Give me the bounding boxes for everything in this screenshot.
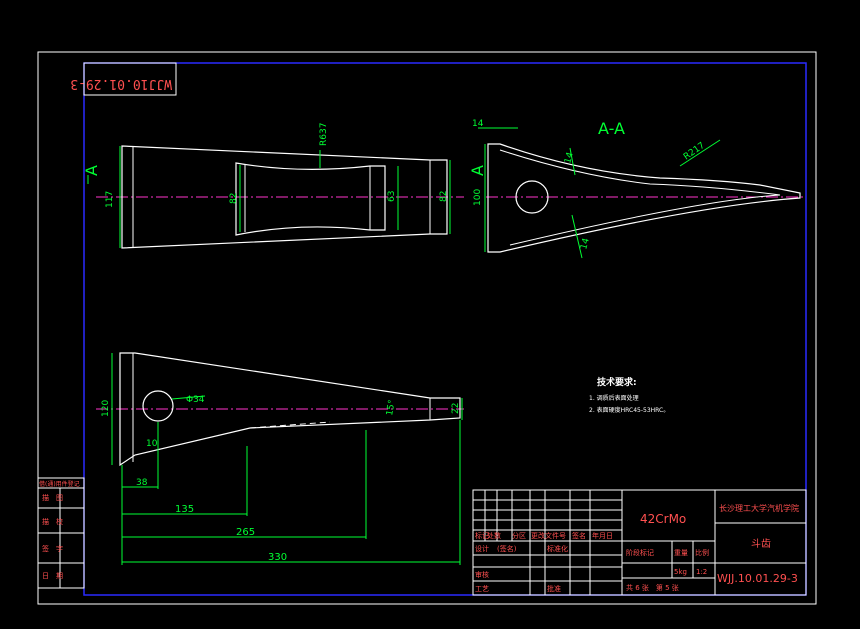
front-dim-hole: Φ34 [186,395,205,405]
tb-header-3: 更改文件号 [531,531,566,540]
tb-material: 42CrMo [640,512,686,526]
tb-sheet: 共 6 张 第 5 张 [626,583,679,592]
front-dim-135: 135 [175,504,194,515]
tb-weight-value: 5kg [674,568,687,576]
section-outline [487,143,801,253]
tb-school: 长沙理工大学汽机学院 [719,503,799,513]
tb-approve: 批准 [547,584,561,593]
front-view: 120 Φ34 10 15° 22 38 135 265 330 [96,352,464,565]
front-dim-265: 265 [236,527,255,538]
front-dim-10: 10 [146,439,158,449]
top-dim-82-right: 82 [439,191,449,202]
inner-border [83,62,807,596]
front-dim-38: 38 [136,478,148,488]
front-hole [142,390,174,422]
top-section-label-left: A [82,165,101,176]
front-dim-angle: 15° [385,399,398,416]
section-dim-14-lower: 14 [579,237,592,251]
section-dim-14-upper: 14 [563,151,576,165]
tb-design-3: 标准化 [547,544,568,553]
top-dim-63: 63 [387,191,397,202]
top-dim-r637: R637 [319,123,329,146]
strip-row-4: 日 期 [42,572,63,580]
title-block: 标记 处数 分区 更改文件号 签名 年月日 设计 (签名) 标准化 审核 工艺 … [472,489,807,596]
tb-scale-label: 比例 [695,548,709,557]
section-dim-14-top: 14 [472,119,484,129]
tb-header-5: 年月日 [592,531,613,540]
front-dim-120: 120 [101,400,111,417]
section-dim-100: 100 [473,189,483,206]
top-inner-pocket [235,162,386,236]
front-dim-22: 22 [451,403,461,414]
tb-review: 审核 [475,570,489,579]
section-view: A-A 100 14 14 14 R217 [472,119,804,259]
strip-row-1: 描 图 [42,493,63,502]
top-section-label-right: A [468,165,487,176]
tb-header-2: 分区 [512,531,526,540]
mirrored-drawing-number: WJJ10.01.29-3 [70,76,172,91]
tech-requirements: 技术要求: 1. 调质后表面处理 2. 表面硬度HRC45-53HRC。 [589,376,669,414]
tb-drawing-number: WJJ.10.01.29-3 [717,572,798,585]
top-view: 117 82 63 82 R637 A A [82,123,487,249]
tb-design-0: 设计 [475,544,489,553]
left-strip-table: 借(通)用件登记 描 图 描 校 签 字 日 期 [37,477,85,589]
tech-item-1: 1. 调质后表面处理 [589,394,639,402]
outer-frame [37,51,817,605]
tb-weight-label: 重量 [674,549,688,557]
top-dim-117: 117 [105,191,115,208]
tech-item-2: 2. 表面硬度HRC45-53HRC。 [589,406,669,414]
strip-row-3: 签 字 [42,544,63,553]
tb-stage-label: 阶段标记 [626,548,654,557]
top-dim-82-inner: 82 [229,193,239,204]
tb-header-0: 标记 [475,531,489,540]
tb-design-1: (签名) [497,544,517,553]
tb-scale-value: 1:2 [696,568,707,576]
tech-title: 技术要求: [597,376,637,388]
section-hole [515,180,549,214]
mirrored-number-box: WJJ10.01.29-3 [70,62,177,96]
strip-row-0: 借(通)用件登记 [39,480,80,488]
tb-header-1: 处数 [487,531,501,540]
strip-row-2: 描 校 [42,517,63,526]
front-dim-330: 330 [268,552,287,563]
front-outline [119,352,461,467]
tb-header-4: 签名 [572,531,586,540]
tb-process: 工艺 [475,585,489,593]
section-title: A-A [598,119,625,138]
tb-part-name: 斗齿 [751,538,771,550]
